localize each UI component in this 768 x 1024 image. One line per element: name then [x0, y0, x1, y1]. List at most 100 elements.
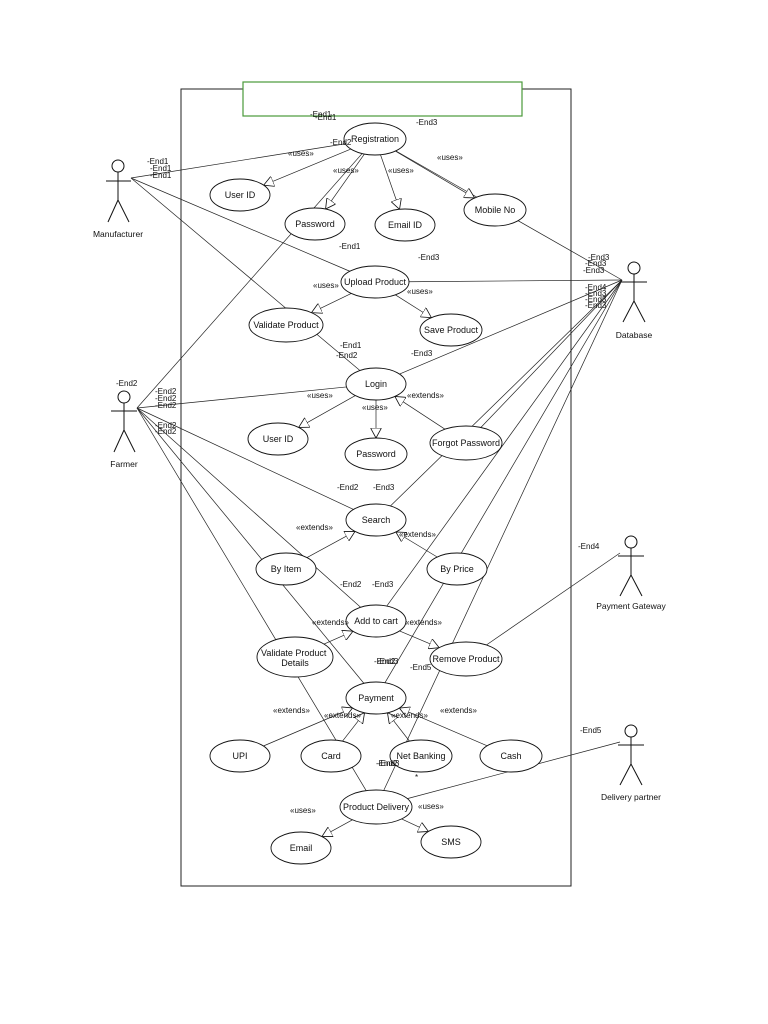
end-label: -End2 — [337, 483, 359, 492]
use-case-upi[interactable]: UPI — [209, 739, 271, 773]
actor-database[interactable]: Database — [616, 261, 653, 340]
actor-head-icon — [624, 535, 638, 549]
end-label: -End2 — [155, 421, 177, 430]
rel-label: «extends» — [324, 711, 361, 720]
end-label: -End3 — [585, 301, 607, 310]
rel-label: «extends» — [440, 706, 477, 715]
rel-label: «extends» — [312, 618, 349, 627]
end-label: -End3 — [372, 580, 394, 589]
use-case-validate-product[interactable]: Validate Product — [248, 307, 324, 343]
use-case-label: Product Delivery — [343, 802, 410, 812]
association-line — [383, 279, 623, 791]
association-line — [136, 407, 361, 608]
actor-payment-gateway[interactable]: Payment Gateway — [596, 535, 666, 611]
use-case-label: SMS — [441, 837, 461, 847]
end-label: -End1 — [150, 164, 172, 173]
end-label: -End3 — [588, 253, 610, 262]
relationship-arrow — [399, 708, 488, 747]
end-label: -End3 — [378, 759, 400, 768]
use-case-save-product[interactable]: Save Product — [419, 313, 483, 347]
actor-farmer[interactable]: Farmer — [110, 390, 138, 469]
use-case-email-id[interactable]: Email ID — [374, 208, 436, 242]
use-case-product-delivery[interactable]: Product Delivery — [339, 789, 413, 825]
association-line — [130, 143, 346, 179]
rel-label: «uses» — [288, 149, 314, 158]
rel-label: «uses» — [313, 281, 339, 290]
end-labels: -End1 -End1 -End1 -End1 -End1 -End1 -End… — [116, 110, 610, 782]
relationship-arrow — [395, 150, 474, 198]
end-label: -End5 — [410, 663, 432, 672]
relationship-arrow — [387, 713, 410, 742]
end-label: -End3 — [585, 289, 607, 298]
use-case-cash[interactable]: Cash — [479, 739, 543, 773]
relationship-labels: «uses» «uses» «uses» «uses» «uses» «uses… — [273, 149, 477, 815]
end-label: -End3 — [416, 118, 438, 127]
end-label: -End4 — [578, 542, 600, 551]
association-line — [480, 279, 623, 428]
use-case-registration[interactable]: Registration — [343, 122, 407, 156]
use-case-label: Validate Product Details — [261, 648, 329, 668]
actor-head-icon — [624, 724, 638, 738]
actor-head-icon — [627, 261, 641, 275]
actor-delivery-partner[interactable]: Delivery partner — [601, 724, 661, 802]
use-case-label: Save Product — [424, 325, 479, 335]
title-box — [242, 81, 523, 117]
rel-label: «uses» — [388, 166, 414, 175]
end-label: -End2 — [155, 427, 177, 436]
end-label: -End4 — [585, 283, 607, 292]
end-label: -End5 — [580, 726, 602, 735]
use-case-upload-product[interactable]: Upload Product — [340, 265, 410, 299]
association-line — [390, 279, 623, 507]
use-case-mobile-no[interactable]: Mobile No — [463, 193, 527, 227]
rel-label: «extends» — [391, 711, 428, 720]
end-label: -End2 — [374, 657, 396, 666]
use-case-net-banking[interactable]: Net Banking — [389, 739, 453, 773]
actor-head-icon — [117, 390, 131, 404]
relationship-arrow — [264, 148, 351, 185]
end-label: -End1 — [339, 242, 361, 251]
use-case-search[interactable]: Search — [345, 503, 407, 537]
relationship-arrow — [326, 153, 365, 209]
association-line — [486, 552, 621, 646]
relationship-arrow — [299, 395, 356, 428]
use-case-add-to-cart[interactable]: Add to cart — [345, 604, 407, 638]
use-case-payment[interactable]: Payment — [345, 681, 407, 715]
use-case-login[interactable]: Login — [345, 367, 407, 401]
rel-label: «extends» — [273, 706, 310, 715]
end-label: -End1 — [147, 157, 169, 166]
use-case-forgot-password[interactable]: Forgot Password — [429, 425, 503, 461]
use-case-password-1[interactable]: Password — [284, 207, 346, 241]
end-label: -End2 — [155, 401, 177, 410]
relationship-arrow — [395, 396, 446, 430]
relationship-arrow — [401, 818, 429, 832]
use-case-remove-product[interactable]: Remove Product — [429, 641, 503, 677]
use-case-user-id-2[interactable]: User ID — [247, 422, 309, 456]
end-label: -End2 — [155, 387, 177, 396]
use-case-user-id-1[interactable]: User ID — [209, 178, 271, 212]
association-line — [130, 177, 350, 272]
actor-manufacturer[interactable]: Manufacturer — [93, 159, 143, 239]
use-case-label: Cash — [500, 751, 521, 761]
use-case-by-price[interactable]: By Price — [426, 552, 488, 586]
end-label: -End2 — [340, 580, 362, 589]
association-line — [136, 153, 363, 409]
use-case-password-2[interactable]: Password — [344, 437, 408, 471]
association-line — [399, 279, 623, 375]
use-case-label: Email — [290, 843, 313, 853]
use-case-label: Net Banking — [396, 751, 445, 761]
rel-label: «uses» — [362, 403, 388, 412]
use-case-by-item[interactable]: By Item — [255, 552, 317, 586]
relationship-arrow — [263, 708, 352, 747]
use-case-email[interactable]: Email — [270, 831, 332, 865]
use-case-sms[interactable]: SMS — [420, 825, 482, 859]
relationship-arrow — [396, 532, 438, 558]
use-case-label: Add to cart — [354, 616, 398, 626]
rel-label: «extends» — [296, 523, 333, 532]
end-label: -End3 — [585, 259, 607, 268]
use-case-card[interactable]: Card — [300, 739, 362, 773]
use-case-label: Password — [295, 219, 335, 229]
actor-label: Database — [616, 330, 653, 340]
end-label: -End2 — [376, 759, 398, 768]
use-case-validate-product-details[interactable]: Validate Product Details — [256, 636, 334, 678]
